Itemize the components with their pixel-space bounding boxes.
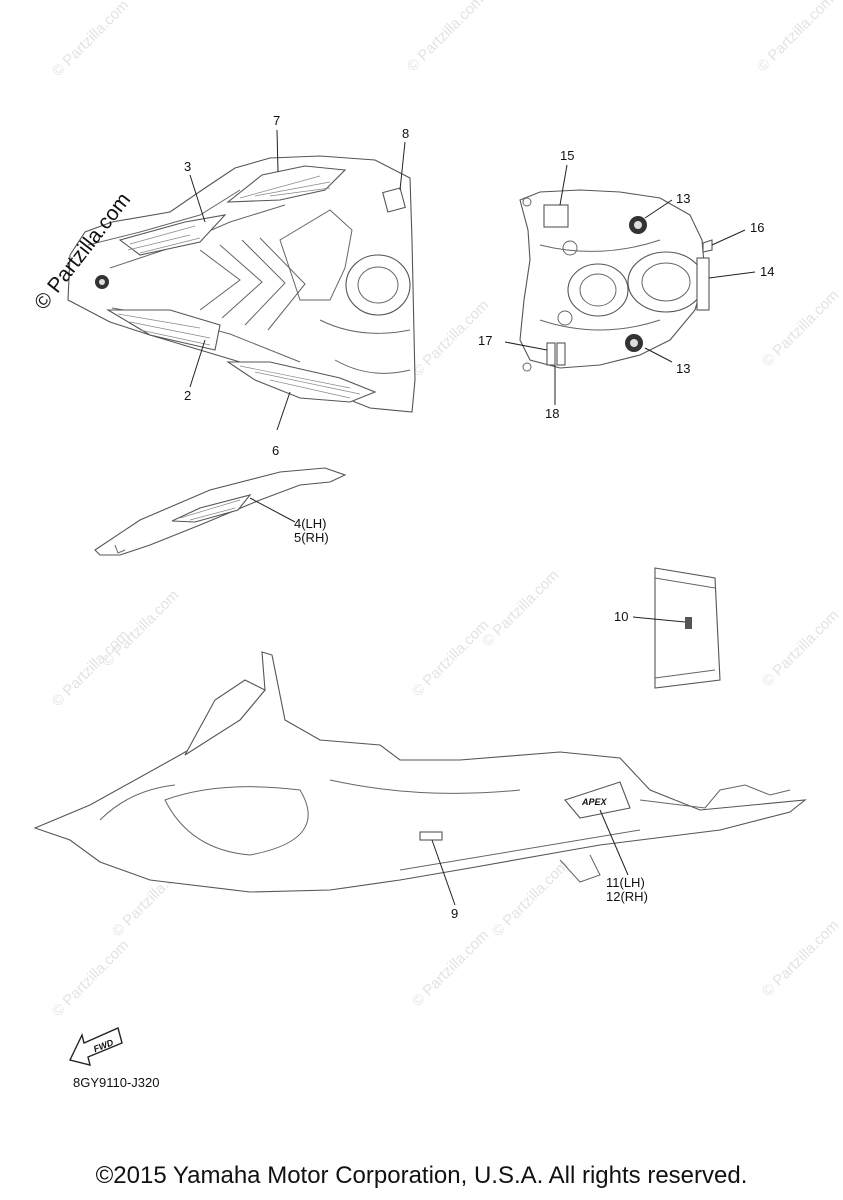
sled-side-view: APEX xyxy=(33,651,807,906)
callout-3: 3 xyxy=(184,159,192,174)
callout-14: 14 xyxy=(760,264,775,279)
hood-top-view xyxy=(67,129,416,431)
drawing-code: 8GY9110-J320 xyxy=(73,1075,160,1090)
callout-11-lh: 11(LH) xyxy=(606,875,645,890)
callout-18: 18 xyxy=(545,406,560,421)
callout-16: 16 xyxy=(750,220,765,235)
snow-flap-view xyxy=(632,567,721,689)
apex-logo: APEX xyxy=(581,797,608,807)
callout-13-bottom: 13 xyxy=(676,361,691,376)
callout-4-lh: 4(LH) xyxy=(294,516,327,531)
copyright-notice: ©2015 Yamaha Motor Corporation, U.S.A. A… xyxy=(95,1162,748,1189)
side-panel-view xyxy=(94,467,347,556)
callout-13-top: 13 xyxy=(676,191,691,206)
callout-17: 17 xyxy=(478,333,493,348)
callout-7: 7 xyxy=(273,113,281,128)
callout-15: 15 xyxy=(560,148,575,163)
callout-2: 2 xyxy=(184,388,192,403)
callout-6: 6 xyxy=(272,443,280,458)
callout-8: 8 xyxy=(402,126,410,141)
rear-cowl-view xyxy=(504,164,756,405)
callout-10: 10 xyxy=(614,609,629,624)
callout-5-rh: 5(RH) xyxy=(294,530,329,545)
fwd-arrow-icon: FWD xyxy=(68,1027,123,1066)
callout-12-rh: 12(RH) xyxy=(606,889,648,904)
callout-9: 9 xyxy=(451,906,459,921)
